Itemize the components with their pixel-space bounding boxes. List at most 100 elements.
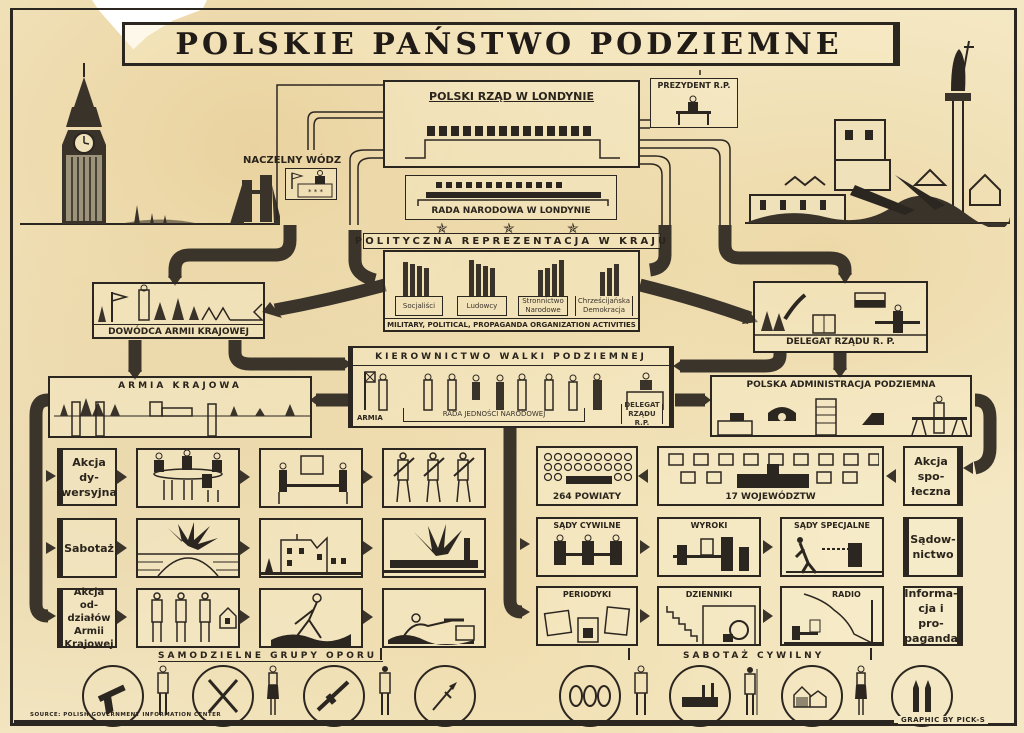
poster-title: POLSKIE PAŃSTWO PODZIEMNE	[175, 26, 843, 62]
graphic-credit: GRAPHIC BY PICK-S	[898, 716, 989, 724]
svg-text:* * *: * * *	[308, 188, 323, 196]
delegate-office-illustration	[755, 292, 927, 336]
periodicals-illustration	[543, 606, 631, 643]
arrow-right-icon	[363, 470, 373, 484]
source-credit: SOURCE: POLISH GOVERNMENT INFORMATION CE…	[30, 712, 222, 718]
machine-gunner-illustration	[388, 613, 475, 645]
cabinet-members-illustration	[405, 126, 620, 159]
administration-illustration	[717, 395, 968, 436]
dailies-panel: DZIENNIKI	[657, 586, 761, 646]
arrow-right-icon	[363, 541, 373, 555]
national-council-box: RADA NARODOWA W LONDYNIE	[405, 175, 617, 220]
arrow-right-icon	[117, 541, 127, 555]
factory-icon	[669, 665, 731, 727]
bullets-icon	[891, 665, 953, 727]
counties-circles-illustration	[543, 452, 633, 484]
council-members-illustration	[417, 182, 609, 206]
party-figures-illustration	[403, 260, 619, 296]
arrow-right-icon	[763, 540, 773, 554]
meeting-table-illustration	[153, 450, 223, 502]
ruined-building-panel	[259, 518, 363, 578]
arrow-right-icon	[117, 470, 127, 484]
political-representation-label: POLITYCZNA REPREZENTACJA W KRAJU	[354, 235, 670, 247]
bottom-rule	[14, 720, 894, 724]
wall-explosion-illustration	[138, 522, 238, 576]
president-desk-illustration	[676, 95, 711, 125]
underground-leadership-label: KIEROWNICTWO WALKI PODZIEMNEJ	[353, 350, 669, 366]
party-national: Stronnictwo Narodowe	[518, 296, 568, 316]
warsaw-ruins-illustration	[745, 35, 1010, 227]
commander-field-illustration	[98, 284, 264, 322]
worker-figure-icon	[632, 665, 650, 717]
party-socialists: Socjaliści	[395, 296, 443, 316]
dagger-icon	[414, 665, 476, 727]
judiciary-label: Sądow- nictwo	[903, 517, 963, 577]
home-army-label: ARMIA KRAJOWA	[118, 381, 242, 391]
civil-courts-panel: SĄDY CYWILNE	[536, 517, 638, 577]
national-unity-council-label: RADA JEDNOŚCI NARODOWEJ	[403, 408, 585, 422]
star-icon: ✯	[436, 221, 448, 237]
home-army-box: ARMIA KRAJOWA	[48, 376, 312, 438]
president-label: PREZYDENT R.P.	[657, 81, 731, 90]
crossed-rifles-icon	[192, 665, 254, 727]
armed-men-panel	[382, 448, 486, 508]
gunner-panel	[382, 588, 486, 648]
radio-panel: RADIO	[780, 586, 884, 646]
arrow-right-icon	[763, 609, 773, 623]
explosion-panel	[136, 518, 240, 578]
charge-panel	[259, 588, 363, 648]
provinces-illustration	[668, 453, 879, 488]
star-icon: ✯	[567, 221, 579, 237]
arrow-right-icon	[240, 541, 250, 555]
arrow-right-icon	[240, 610, 250, 624]
arrow-right-icon	[640, 609, 650, 623]
partisans-illustration	[151, 592, 237, 642]
partisans-panel	[136, 588, 240, 648]
planning-panel	[259, 448, 363, 508]
title-banner: POLSKIE PAŃSTWO PODZIEMNE	[122, 22, 900, 66]
divider-tick	[628, 648, 630, 660]
poster-frame	[10, 8, 1017, 726]
meeting-panel	[136, 448, 240, 508]
factory-explosion-panel	[382, 518, 486, 578]
divider-tick	[870, 648, 872, 660]
political-representation-header: POLITYCZNA REPREZENTACJA W KRAJU	[355, 233, 666, 249]
government-delegate-box: DELEGAT RZĄDU R. P.	[753, 281, 928, 353]
arrow-right-icon	[117, 610, 127, 624]
commander-desk-illustration: * * *	[291, 170, 333, 198]
counties-panel: 264 POWIATY	[536, 446, 638, 506]
pistol-icon	[82, 665, 144, 727]
star-icon: ✯	[503, 221, 515, 237]
provinces-label: 17 WOJEWÓDZTW	[725, 492, 816, 502]
periodicals-label: PERIODYKI	[562, 590, 612, 599]
sabotage-label: Sabotaż	[57, 518, 117, 578]
social-action-label: Akcja spo- łeczna	[903, 446, 963, 506]
underground-administration-box: POLSKA ADMINISTRACJA PODZIEMNA	[710, 375, 972, 437]
radio-operator-illustration	[784, 593, 884, 645]
arrow-right-icon	[363, 610, 373, 624]
big-ben-illustration	[20, 35, 280, 230]
delegate-label: DELEGAT RZĄDU R.P.	[621, 401, 663, 427]
president-box: PREZYDENT R.P.	[650, 78, 738, 128]
national-council-label: RADA NARODOWA W LONDYNIE	[431, 206, 591, 216]
man-figure-icon	[155, 665, 171, 717]
special-courts-label: SĄDY SPECJALNE	[794, 521, 870, 530]
information-propaganda-label: Informa- cja i pro- paganda	[903, 586, 963, 646]
home-army-units-action-label: Akcja od- działów Armii Krajowej	[57, 587, 117, 650]
submachine-gun-icon	[303, 665, 365, 727]
commander-label: NACZELNY WÓDZ	[243, 155, 342, 166]
army-label: ARMIA	[357, 414, 383, 422]
divider-tick	[380, 648, 382, 660]
sentences-label: WYROKI	[690, 521, 728, 530]
independent-resistance-label: SAMODZIELNE GRUPY OPORU	[158, 651, 384, 662]
political-parties-box: Socjaliści Ludowcy Stronnictwo Narodowe …	[383, 250, 640, 332]
counties-label: 264 POWIATY	[552, 492, 622, 502]
london-government-label: POLSKI RZĄD W LONDYNIE	[429, 90, 594, 103]
civil-court-illustration	[554, 534, 622, 565]
home-army-commander-label: DOWÓDCA ARMII KRAJOWEJ	[94, 324, 263, 339]
provinces-panel: 17 WOJEWÓDZTW	[657, 446, 884, 506]
armed-men-illustration	[393, 452, 475, 503]
underground-leadership-box: KIEROWNICTWO WALKI PODZIEMNEJ ARMIA RADA…	[348, 346, 674, 428]
government-delegate-label: DELEGAT RZĄDU R. P.	[786, 337, 895, 347]
planning-illustration	[278, 455, 348, 504]
